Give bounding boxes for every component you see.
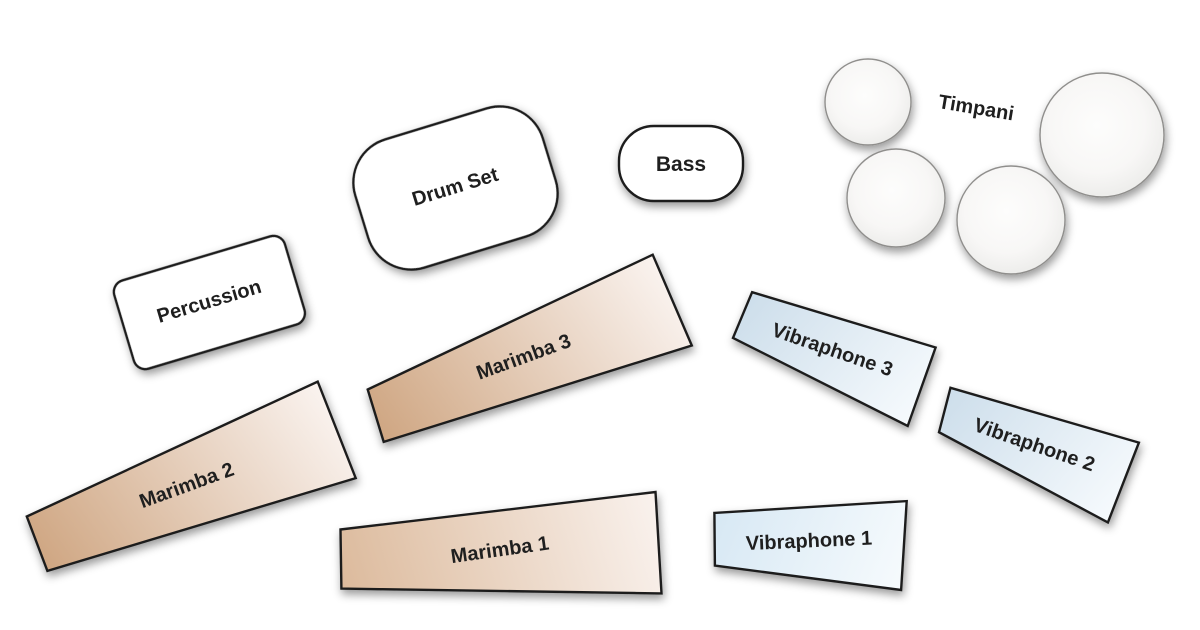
svg-text:Timpani: Timpani <box>937 91 1016 125</box>
svg-text:Bass: Bass <box>656 153 706 176</box>
